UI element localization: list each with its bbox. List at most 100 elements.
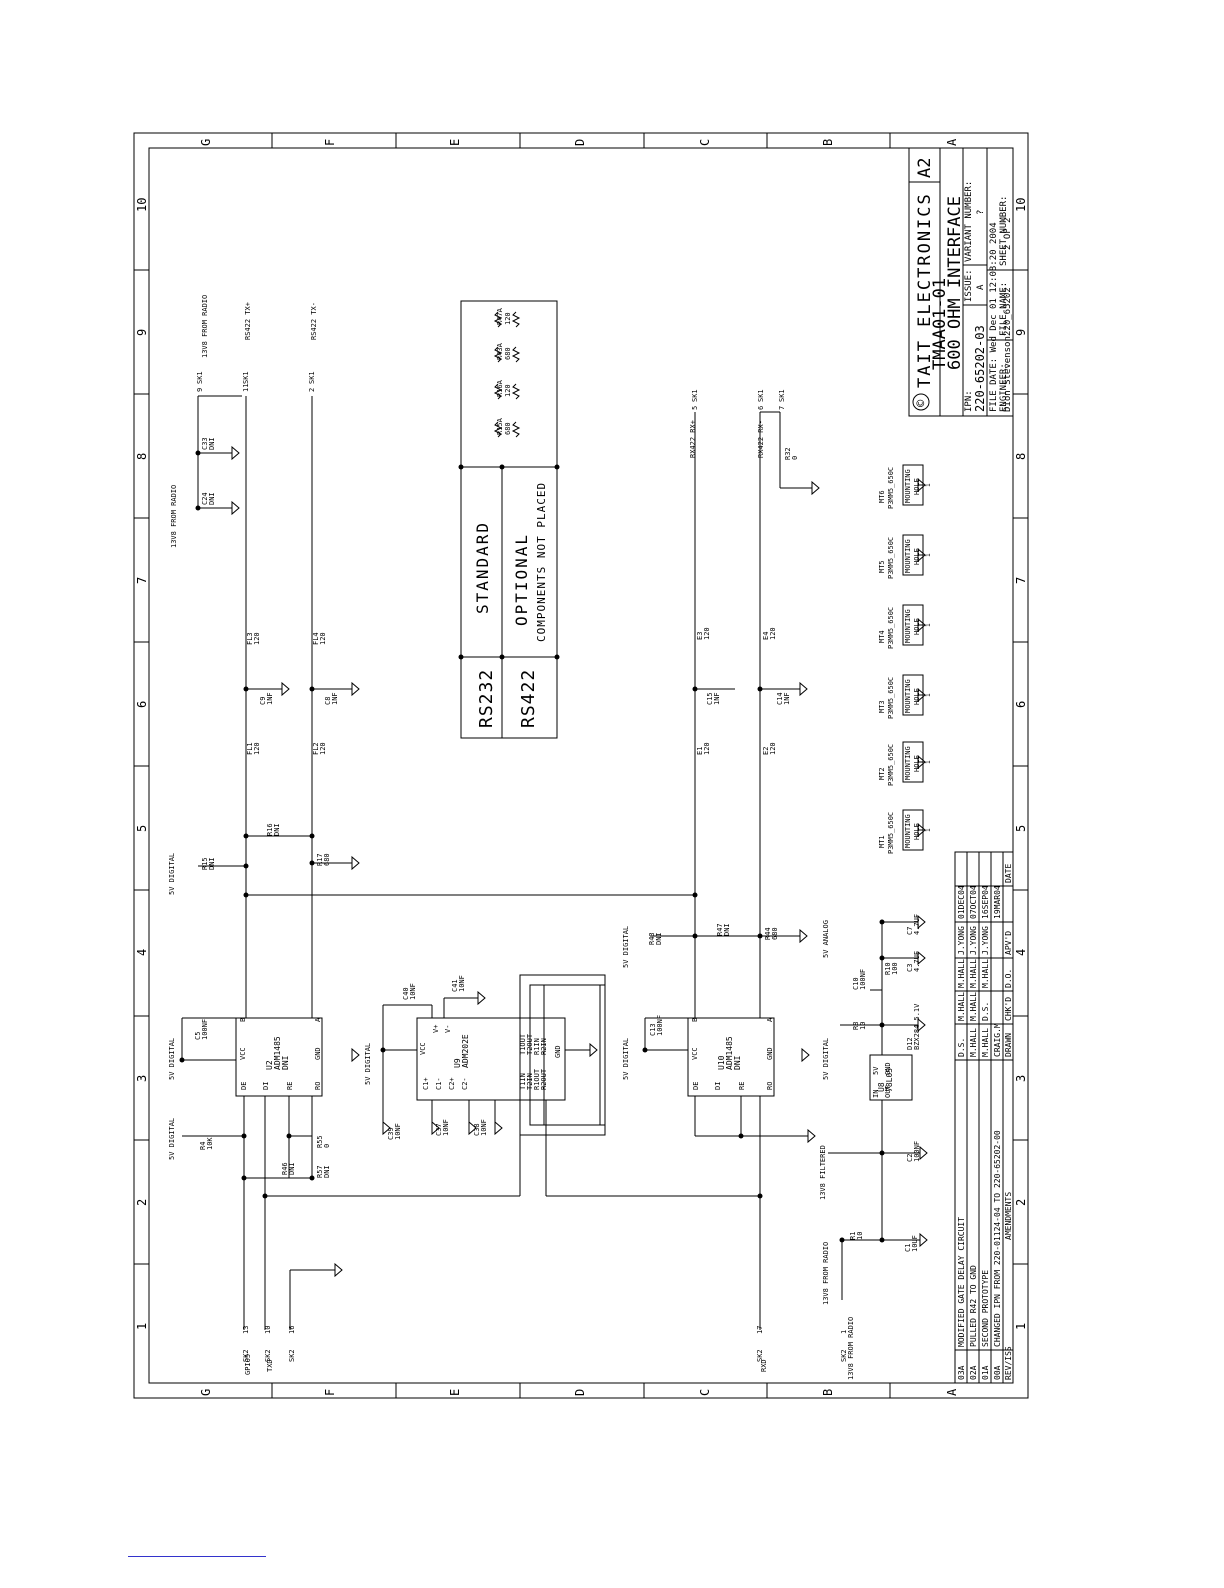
junction-12 (309, 1175, 315, 1181)
zone-row-top-A: A (945, 138, 959, 146)
u2-pin-3: A (314, 1017, 322, 1022)
ground-10 (799, 928, 808, 944)
junction-14 (262, 1193, 268, 1199)
net-5v-digital-e: 5V DIGITAL (622, 926, 630, 968)
u10-pin-1: GND (766, 1047, 774, 1060)
part-value-9: DNI (208, 857, 216, 870)
junction-2 (243, 686, 249, 692)
zone-col-left-8: 8 (135, 453, 149, 460)
junction-13 (241, 1175, 247, 1181)
legend-rs232: RS232 (476, 669, 497, 728)
rev-header-6: DATE (1004, 864, 1013, 883)
mounting-hole-text-a-6: MOUNTING (904, 469, 912, 503)
junction-16 (692, 686, 698, 692)
part-ref-19: C37 (435, 1123, 443, 1136)
net-13v8-left: 13V8 FROM RADIO (170, 485, 178, 548)
u2-label-2: DNI (281, 1055, 290, 1070)
part-ref-8: R16 (266, 823, 274, 836)
rev-iss-0: 03A (957, 1365, 966, 1380)
legend-resistor-0 (493, 421, 503, 438)
net-txd: TXD (266, 1359, 274, 1372)
u9-right-3: R2IN (540, 1038, 548, 1055)
junction-5 (309, 833, 315, 839)
zone-col-right-3: 3 (1014, 1075, 1028, 1082)
u9-right-1: T2OUT (526, 1033, 534, 1055)
u9-bottom-0: T1IN (519, 1073, 527, 1090)
junction-8 (243, 892, 249, 898)
legend-part-value-2: 680 (504, 347, 512, 360)
part-value-6: 120 (253, 742, 261, 755)
junction-1 (195, 505, 201, 511)
sk2-label-1: SK2 (264, 1349, 272, 1362)
mounting-hole-part-6: P3MM5_650C (887, 467, 895, 509)
engineer-label: ENGINEER: (999, 363, 1009, 412)
legend-resistor-b-3 (511, 311, 521, 328)
mounting-hole-ref-2: MT2 (878, 767, 886, 780)
net-5v-digital-d: 5V DIGITAL (364, 1043, 372, 1085)
mounting-hole-ref-3: MT3 (878, 700, 886, 713)
sk1-label-0: SK1 (196, 371, 204, 384)
sheet-value: 2 OF 2 (1003, 217, 1013, 250)
part-value-35: 100NF (859, 969, 867, 990)
part-value-17: 10NF (458, 975, 466, 992)
ground-11 (801, 1047, 810, 1063)
variant-value: ? (976, 210, 986, 215)
legend-part-ref-3: R47A (496, 307, 504, 325)
rev-do-0: M.HALL (957, 959, 966, 988)
part-ref-32: C7 (906, 927, 914, 935)
legend-note: COMPONENTS NOT PLACED (535, 482, 548, 642)
part-value-26: 120 (769, 742, 777, 755)
rev-header-0: REV/ISS (1004, 1346, 1013, 1380)
part-value-25: 120 (703, 742, 711, 755)
part-ref-35: C10 (852, 977, 860, 990)
ground-7 (589, 1042, 598, 1058)
u9-bottom-3: R2OUT (540, 1068, 548, 1090)
u9-label-1: ADM202E (461, 1034, 470, 1068)
u9-vminus: V- (444, 1025, 452, 1033)
rev-chkd-0: M.HALL (957, 992, 966, 1021)
part-ref-2: FL3 (246, 632, 254, 645)
column-ticks (134, 269, 1028, 1265)
net-5v-analog: 5V ANALOG (822, 920, 830, 958)
u10-pin-6: RE (738, 1082, 746, 1090)
part-value-22: 120 (769, 627, 777, 640)
u8-pin-2: 5V (872, 1066, 880, 1075)
net-13v8-filtered: 13V8 FILTERED (819, 1145, 827, 1200)
legend-part-ref-0: R15A (496, 417, 504, 435)
mounting-hole-text-a-3: MOUNTING (904, 679, 912, 713)
part-ref-15: R57 (316, 1165, 324, 1178)
part-ref-25: E1 (696, 747, 704, 755)
sk1-pin-5: 7 (778, 406, 786, 410)
legend-resistor-1 (493, 383, 503, 400)
sk1-pin-1: 11 (242, 384, 250, 392)
part-value-37: BZX284 5.1V (913, 1003, 921, 1050)
zone-col-left-9: 9 (135, 329, 149, 336)
legend-part-value-3: 120 (504, 312, 512, 325)
u2-pin-1: GND (314, 1047, 322, 1060)
part-value-19: 10NF (442, 1119, 450, 1136)
junction-18 (692, 933, 698, 939)
sk1-label-1: SK1 (242, 371, 250, 384)
sk1-label-3: SK1 (691, 389, 699, 402)
part-ref-36: R8 (852, 1022, 860, 1030)
sk1-label-5: SK1 (778, 389, 786, 402)
mounting-hole-text-b-3: HOLE (913, 688, 921, 705)
part-ref-0: C24 (201, 492, 209, 505)
part-ref-28: R43 (648, 932, 656, 945)
junction-6 (243, 863, 249, 869)
u2-pin-7: RO (314, 1082, 322, 1090)
zone-row-top-B: B (821, 139, 835, 146)
zone-col-left-10: 10 (135, 198, 149, 212)
net-5v-digital-c: 5V DIGITAL (168, 1118, 176, 1160)
u2-pin-4: DE (240, 1082, 248, 1090)
part-ref-1: C33 (201, 437, 209, 450)
junction-29 (692, 892, 698, 898)
rev-header-3: CHK'D (1004, 997, 1013, 1021)
u9-gnd: GND (554, 1045, 562, 1058)
sk2-pin-2: 16 (288, 1326, 296, 1334)
part-value-34: 4.7UF (913, 951, 921, 972)
ic-u8 (869, 1054, 913, 1101)
part-value-10: 680 (323, 853, 331, 866)
rev-date-3: 19MAR04 (993, 885, 1002, 919)
